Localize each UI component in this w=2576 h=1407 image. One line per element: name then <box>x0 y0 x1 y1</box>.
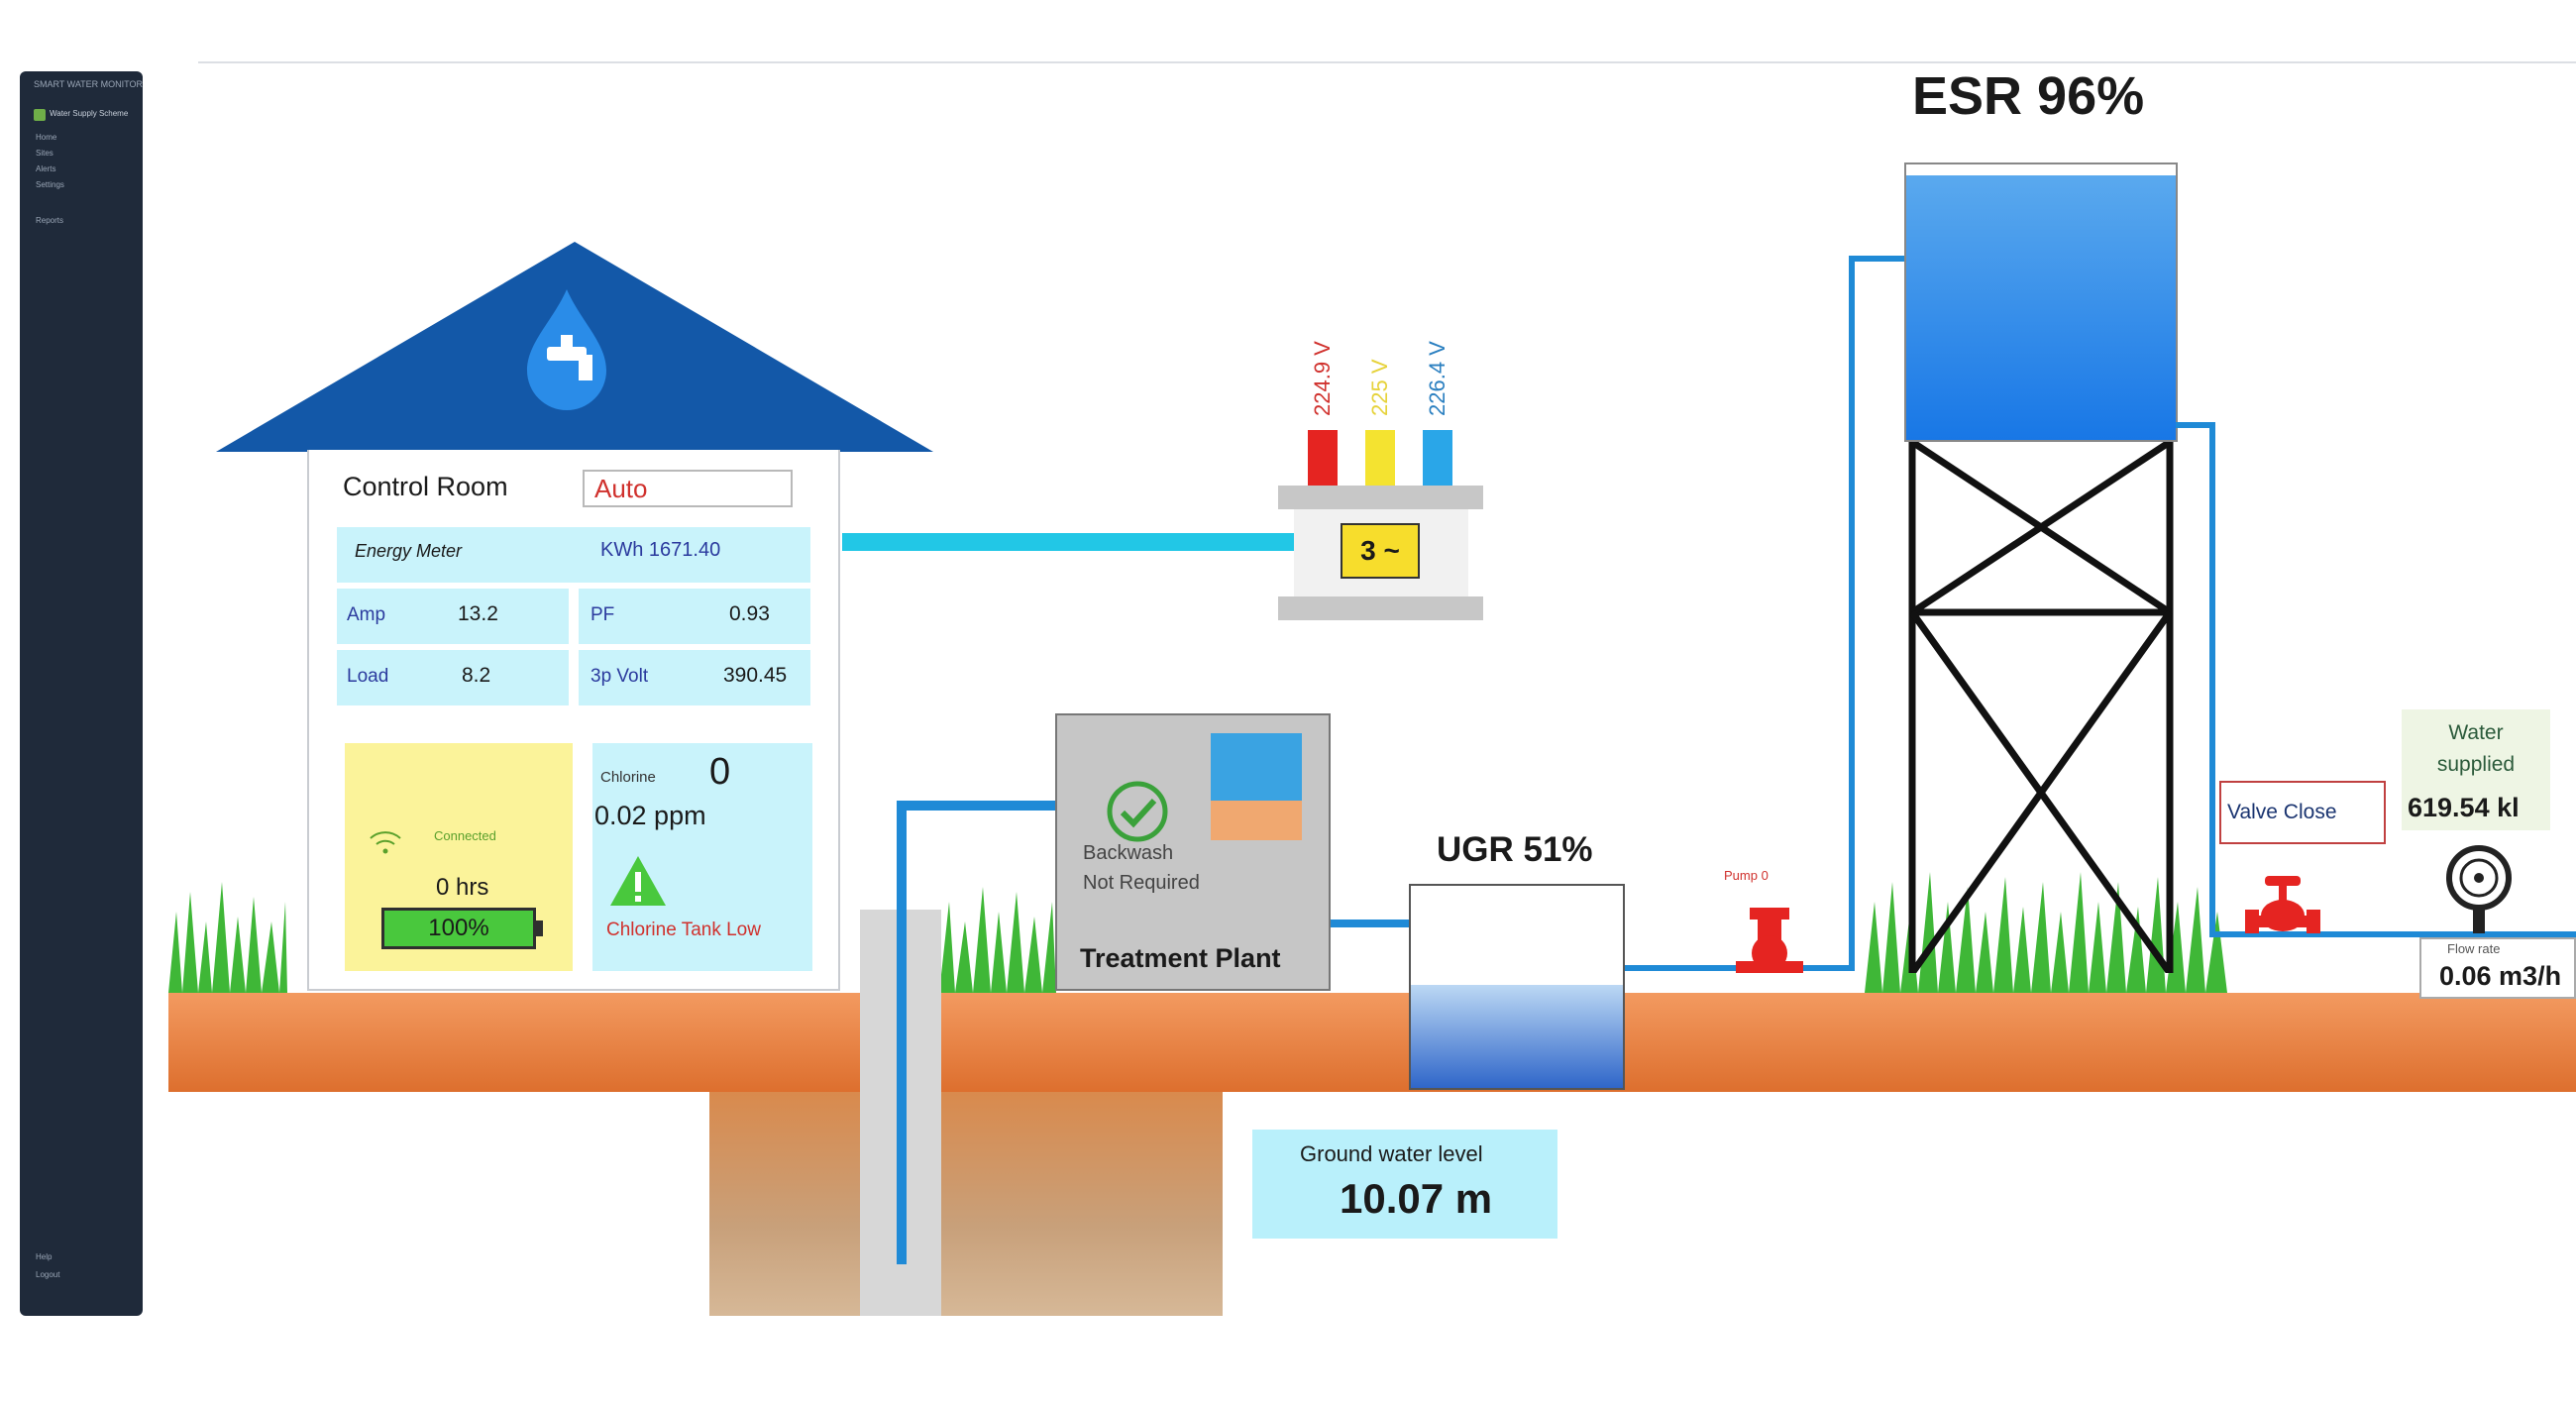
flow-label: Flow rate <box>2447 941 2501 956</box>
sidebar-item-alerts[interactable]: Alerts <box>36 164 56 173</box>
treatment-plant-label: Treatment Plant <box>1080 943 1281 973</box>
sidebar-item-reports[interactable]: Reports <box>36 216 64 225</box>
control-room-title: Control Room <box>343 472 508 501</box>
sidebar: SMART WATER MONITOR Water Supply Scheme … <box>20 71 143 1316</box>
phase-y-voltage: 225 V <box>1367 359 1392 417</box>
transformer-top <box>1278 486 1483 509</box>
amp-label: Amp <box>347 604 386 625</box>
pipe-outlet-down <box>2209 422 2215 937</box>
check-icon <box>1107 781 1168 842</box>
pump-label: Pump 0 <box>1724 868 1769 883</box>
metric-cell-pf <box>579 589 810 644</box>
water-tap-icon <box>527 289 606 410</box>
volt-value: 390.45 <box>723 664 788 687</box>
mode-select[interactable]: Auto <box>583 470 793 507</box>
pipe-esr-outlet <box>2176 422 2215 428</box>
backwash-status: Backwash Not Required <box>1083 838 1200 898</box>
flow-value: 0.06 m3/h <box>2439 961 2562 991</box>
sidebar-item-home[interactable]: Home <box>36 133 57 142</box>
bore-pipe-vertical <box>897 801 907 1264</box>
amp-value: 13.2 <box>458 602 498 625</box>
warning-icon <box>610 856 666 906</box>
underground-well <box>709 1092 1223 1316</box>
water-supplied-value: 619.54 kl <box>2408 793 2520 822</box>
energy-meter-label: Energy Meter <box>355 541 463 561</box>
pipe-esr-inlet <box>1849 256 1912 262</box>
metric-cell-load <box>337 650 569 705</box>
energy-meter-panel <box>337 527 810 583</box>
pump-icon[interactable] <box>1732 904 1807 979</box>
sidebar-item-settings[interactable]: Settings <box>36 180 64 189</box>
esr-water-level <box>1906 175 2176 440</box>
sidebar-item-logout[interactable]: Logout <box>36 1270 60 1279</box>
phase-b-bar <box>1423 430 1452 486</box>
chlorine-label: Chlorine <box>600 769 656 786</box>
pf-value: 0.93 <box>729 602 770 625</box>
ground-water-label: Ground water level <box>1300 1141 1483 1166</box>
energy-meter-value: KWh 1671.40 <box>600 539 721 561</box>
grass-esr <box>1865 872 2227 993</box>
sidebar-org-name[interactable]: Water Supply Scheme <box>50 109 129 118</box>
connectivity-status: Connected <box>434 828 496 843</box>
ugr-label: UGR 51% <box>1437 830 1593 869</box>
esr-tower <box>1908 442 2174 973</box>
grass-plant <box>939 887 1056 993</box>
ground <box>168 993 2576 1092</box>
phase-y-bar <box>1365 430 1395 486</box>
chlorine-count: 0 <box>709 751 731 793</box>
phase-b-voltage: 226.4 V <box>1425 341 1449 416</box>
transformer-base <box>1278 596 1483 620</box>
filter-water <box>1211 733 1302 801</box>
ugr-water-level <box>1411 985 1623 1088</box>
chlorine-alert: Chlorine Tank Low <box>606 920 761 940</box>
load-label: Load <box>347 666 389 687</box>
pipe-riser <box>1849 256 1855 971</box>
flow-meter-icon <box>2446 845 2512 933</box>
battery-tip <box>536 920 543 936</box>
power-cable <box>842 533 1294 551</box>
backwash-status-line1: Backwash <box>1083 842 1174 864</box>
wifi-icon <box>370 831 401 854</box>
run-hours: 0 hrs <box>436 874 489 901</box>
metric-cell-amp <box>337 589 569 644</box>
grass-left <box>168 882 287 993</box>
chlorine-panel <box>592 743 812 971</box>
sidebar-item-help[interactable]: Help <box>36 1252 53 1261</box>
flow-panel <box>2419 937 2576 999</box>
water-supplied-label-line2: supplied <box>2436 753 2516 776</box>
water-supplied-panel <box>2402 709 2550 830</box>
battery-indicator: 100% <box>381 908 536 949</box>
ground-water-value: 10.07 m <box>1340 1175 1493 1222</box>
phase-r-bar <box>1308 430 1338 486</box>
filter-sand <box>1211 801 1302 840</box>
water-supplied-label-line1: Water <box>2448 721 2504 744</box>
sidebar-item-sites[interactable]: Sites <box>36 149 54 158</box>
org-logo-icon <box>34 109 46 121</box>
chlorine-ppm: 0.02 ppm <box>594 801 706 830</box>
bore-pipe-horizontal <box>897 801 1065 811</box>
load-value: 8.2 <box>462 664 491 687</box>
backwash-status-line2: Not Required <box>1083 872 1200 894</box>
phase-r-voltage: 224.9 V <box>1310 341 1335 416</box>
top-divider <box>198 61 2576 63</box>
pf-label: PF <box>590 604 615 625</box>
transformer-symbol: 3 ~ <box>1341 523 1420 579</box>
metric-cell-volt <box>579 650 810 705</box>
ground-water-panel <box>1252 1130 1557 1239</box>
valve-icon[interactable] <box>2241 872 2324 947</box>
sidebar-app-title: SMART WATER MONITOR <box>34 79 144 89</box>
water-supplied-label: Water supplied <box>2414 717 2538 781</box>
esr-label: ESR 96% <box>1912 66 2145 126</box>
valve-status: Valve Close <box>2219 781 2386 844</box>
pipe-plant-ugr <box>1331 920 1410 927</box>
pipe-distribution <box>2209 931 2576 937</box>
volt-label: 3p Volt <box>590 666 649 687</box>
